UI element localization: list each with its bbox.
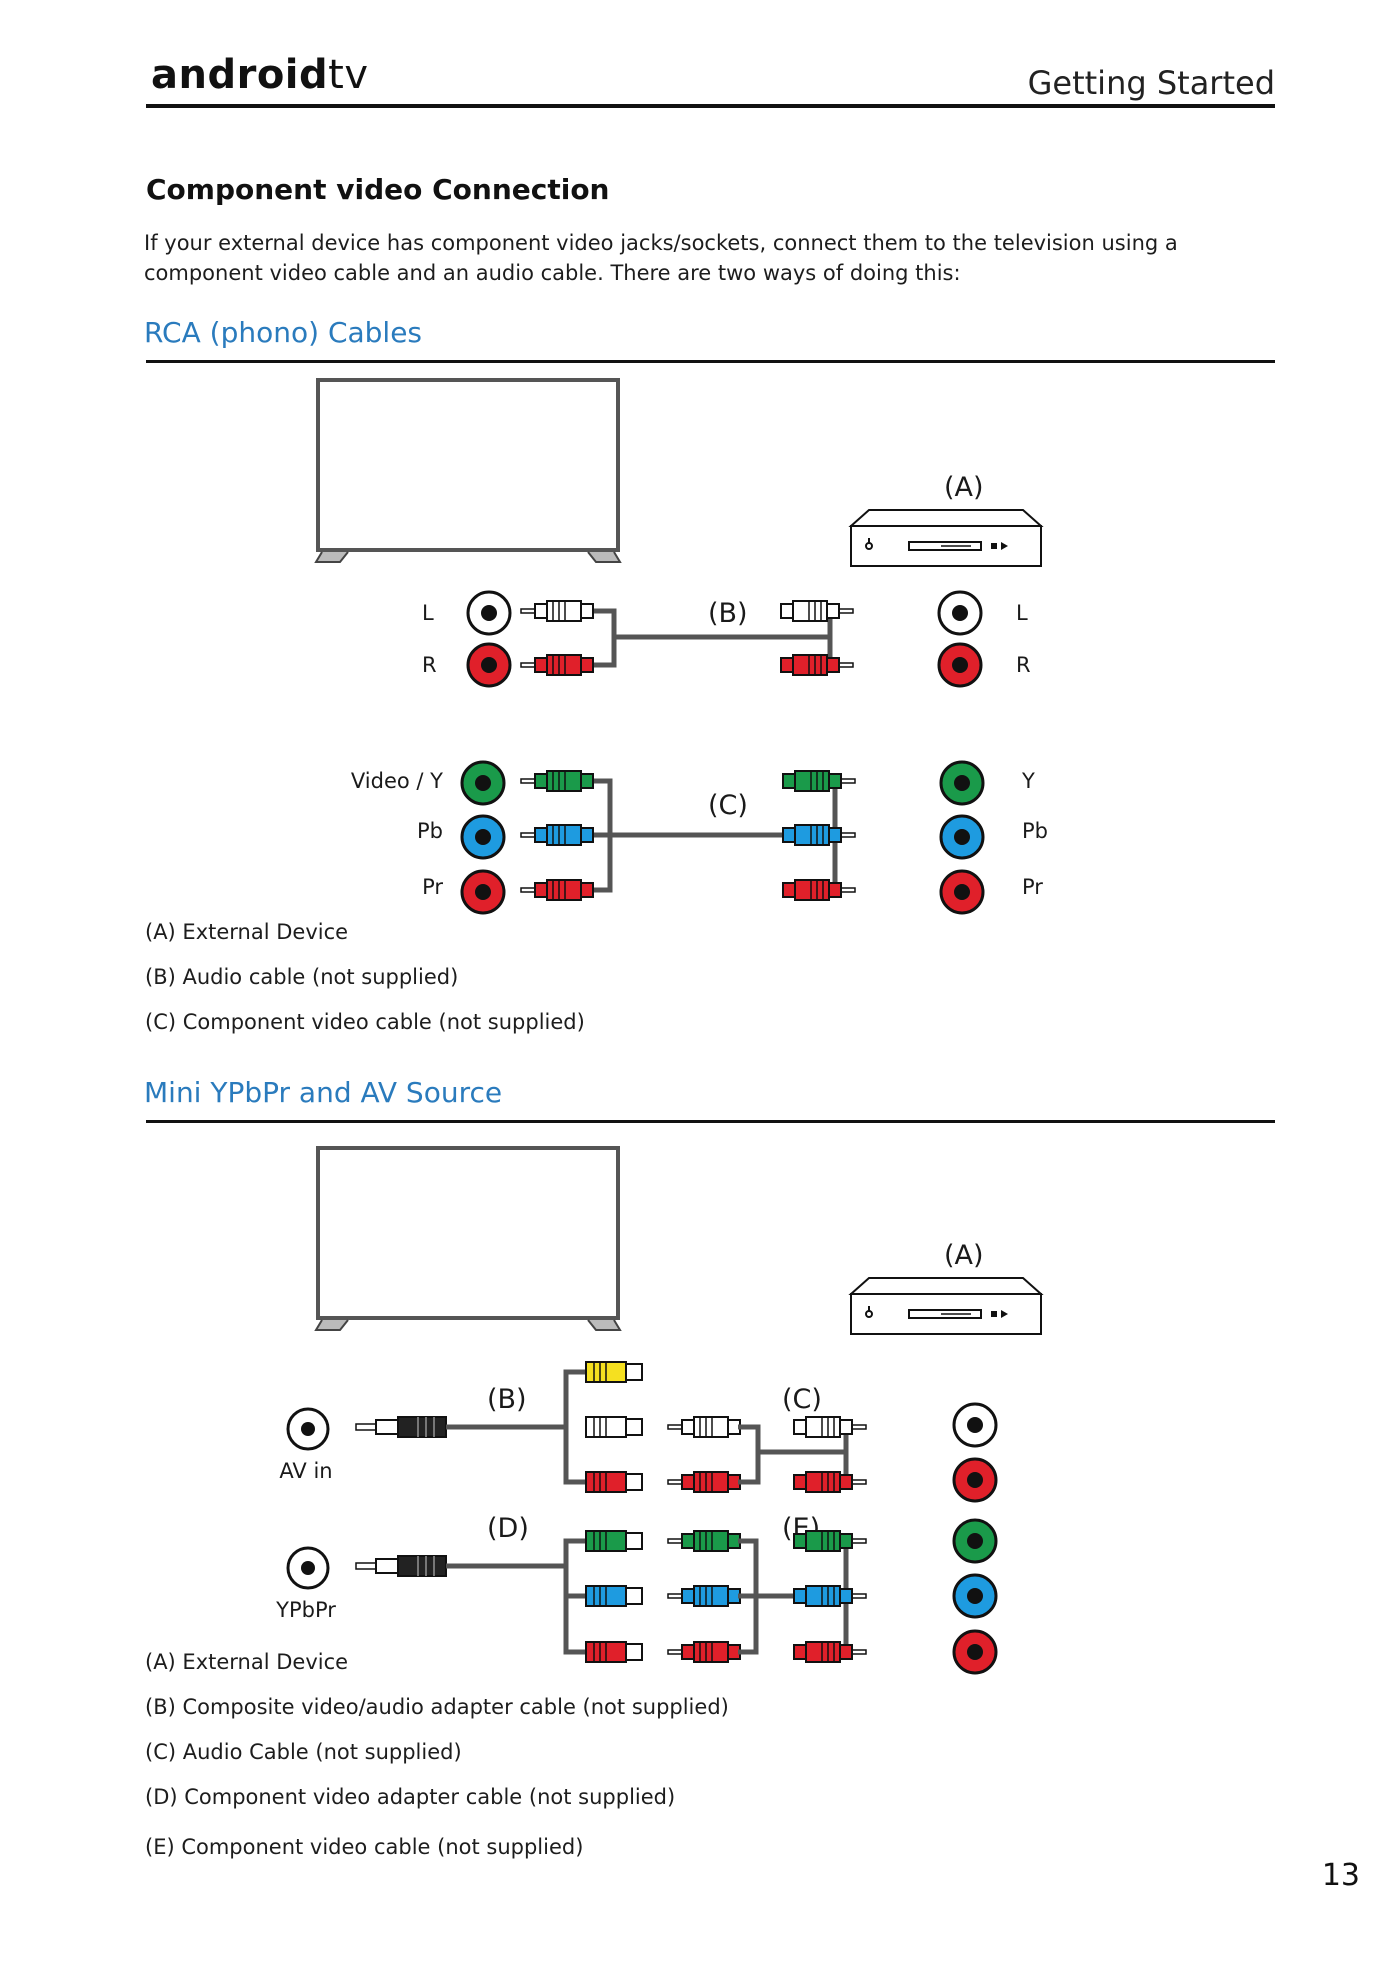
tv-audio-l-jack: [466, 590, 512, 636]
green-female-socket: [585, 1530, 643, 1552]
section-name: Getting Started: [1027, 64, 1275, 102]
device-audio-l-jack: [952, 1402, 998, 1448]
mini-jack-plug: [355, 1555, 447, 1577]
device-pr-label: Pr: [1022, 875, 1043, 899]
external-device-icon: [850, 1277, 1042, 1335]
component-adapter-cable: [446, 1538, 586, 1655]
rca-diagram: (A) (B) L R L R (C): [314, 378, 1048, 915]
blue-rca-plug: [782, 824, 856, 846]
red-rca-plug: [793, 1471, 867, 1493]
av-in-label: AV in: [279, 1459, 332, 1483]
device-y-label: Y: [1021, 769, 1035, 793]
header-divider: [146, 104, 1275, 108]
red-rca-plug: [780, 654, 854, 676]
tv-audio-l-label: L: [422, 601, 434, 625]
red-rca-plug: [520, 654, 594, 676]
mini-legend-c: (C) Audio Cable (not supplied): [145, 1740, 462, 1764]
tv-pb-jack: [460, 814, 506, 860]
device-pr-jack: [939, 869, 985, 915]
red-rca-plug: [793, 1641, 867, 1663]
green-rca-plug: [667, 1530, 741, 1552]
ypbpr-jack: [286, 1546, 330, 1590]
tv-pr-label: Pr: [422, 875, 443, 899]
rca-section-title: RCA (phono) Cables: [144, 316, 423, 349]
intro-paragraph: If your external device has component vi…: [144, 231, 1178, 285]
label-b: (B): [487, 1384, 527, 1415]
rca-audio-cable-label: (B): [708, 598, 748, 629]
label-d: (D): [487, 1513, 529, 1544]
television-icon: [314, 378, 622, 564]
green-rca-plug: [520, 770, 594, 792]
device-audio-l-jack: [937, 590, 983, 636]
mini-jack-plug: [355, 1416, 447, 1438]
audio-cable: [738, 1424, 866, 1485]
blue-rca-plug: [667, 1585, 741, 1607]
red-rca-plug: [667, 1641, 741, 1663]
red-female-socket: [585, 1641, 643, 1663]
device-pb-jack: [939, 814, 985, 860]
tv-pr-jack: [460, 869, 506, 915]
white-rca-plug: [780, 600, 854, 622]
red-rca-plug: [520, 879, 594, 901]
red-female-socket: [585, 1471, 643, 1493]
rca-legend-a: (A) External Device: [145, 920, 349, 944]
mini-section-divider: [146, 1120, 1275, 1123]
rca-device-label: (A): [944, 472, 984, 503]
page-number: 13: [1321, 1858, 1360, 1893]
red-rca-plug: [782, 879, 856, 901]
android-tv-logo: androidtv: [151, 52, 369, 98]
mini-legend-e: (E) Component video cable (not supplied): [145, 1835, 584, 1859]
tv-video-y-label: Video / Y: [351, 769, 443, 793]
tv-audio-r-jack: [466, 642, 512, 688]
white-female-socket: [585, 1416, 643, 1438]
blue-rca-plug: [793, 1585, 867, 1607]
mini-legend-a: (A) External Device: [145, 1650, 349, 1674]
red-rca-plug: [667, 1471, 741, 1493]
composite-adapter-cable: [446, 1369, 586, 1485]
rca-section-divider: [146, 360, 1275, 363]
television-icon: [314, 1146, 622, 1332]
label-c: (C): [782, 1384, 822, 1415]
mini-device-label: (A): [944, 1240, 984, 1271]
rca-video-cable-label: (C): [708, 790, 748, 821]
device-pb-jack: [952, 1573, 998, 1619]
white-rca-plug: [667, 1416, 741, 1438]
device-audio-r-jack: [952, 1457, 998, 1503]
av-in-jack: [286, 1407, 330, 1451]
green-rca-plug: [782, 770, 856, 792]
white-rca-plug: [793, 1416, 867, 1438]
device-y-jack: [939, 760, 985, 806]
tv-video-y-jack: [460, 760, 506, 806]
tv-pb-label: Pb: [417, 819, 443, 843]
mini-section-title: Mini YPbPr and AV Source: [144, 1076, 503, 1109]
device-audio-r-label: R: [1016, 653, 1031, 677]
device-pr-jack: [952, 1629, 998, 1675]
device-audio-r-jack: [937, 642, 983, 688]
blue-rca-plug: [520, 824, 594, 846]
page-heading: Component video Connection: [146, 173, 610, 206]
ypbpr-label: YPbPr: [275, 1598, 336, 1622]
mini-legend-d: (D) Component video adapter cable (not s…: [145, 1785, 676, 1809]
green-rca-plug: [793, 1530, 867, 1552]
device-pb-label: Pb: [1022, 819, 1048, 843]
mini-diagram: (A) AV in (B) (C) YPbPr (D): [275, 1146, 1042, 1675]
tv-audio-r-label: R: [422, 653, 437, 677]
device-y-jack: [952, 1518, 998, 1564]
mini-legend-b: (B) Composite video/audio adapter cable …: [145, 1695, 729, 1719]
blue-female-socket: [585, 1585, 643, 1607]
white-rca-plug: [520, 600, 594, 622]
yellow-female-socket: [585, 1361, 643, 1383]
rca-legend-b: (B) Audio cable (not supplied): [145, 965, 459, 989]
device-audio-l-label: L: [1016, 601, 1028, 625]
rca-legend-c: (C) Component video cable (not supplied): [145, 1010, 585, 1034]
external-device-icon: [850, 509, 1042, 567]
